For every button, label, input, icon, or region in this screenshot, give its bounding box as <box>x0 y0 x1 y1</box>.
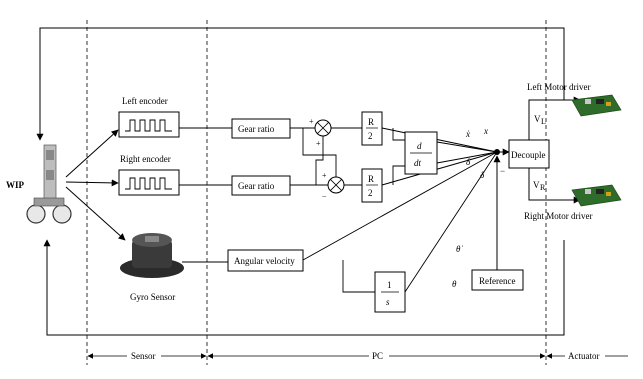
gyro-sensor-label: Gyro Sensor <box>130 292 175 302</box>
right-motor-driver-image <box>572 185 621 206</box>
integrator-denominator: s <box>386 297 390 307</box>
r-top-label: R <box>368 117 374 127</box>
wip-to-gyro <box>66 187 125 240</box>
r-bot-label: R <box>368 174 374 184</box>
two-bot-label: 2 <box>368 188 373 198</box>
reference-minus-sign: − <box>500 166 505 176</box>
decouple-label: Decouple <box>511 150 545 160</box>
minus-sign-2: − <box>322 192 327 201</box>
left-encoder-label: Left encoder <box>122 96 168 106</box>
angular-velocity-label: Angular velocity <box>234 256 295 266</box>
actuator-section-label: Actuator <box>568 351 600 361</box>
integrator-numerator: 1 <box>387 280 392 290</box>
pc-section-label: PC <box>372 351 383 361</box>
sum-junction-top <box>315 120 331 136</box>
wip-robot-image <box>27 145 71 223</box>
theta-label: θ <box>452 279 457 289</box>
wip-label: WIP <box>6 180 25 190</box>
vl-label: V <box>534 114 541 124</box>
derivative-numerator: d <box>417 141 422 151</box>
derivative-out-top <box>437 142 497 152</box>
wip-to-right-encoder <box>66 182 118 183</box>
r2-bot-output <box>382 152 497 185</box>
x-dot-label: ẋ <box>465 129 470 139</box>
left-encoder-block <box>119 112 179 137</box>
reference-label: Reference <box>479 276 515 286</box>
theta-dot-label: θ̇ <box>456 244 463 254</box>
vr-subscript: R <box>540 183 546 192</box>
left-motor-driver-label: Left Motor driver <box>527 82 590 92</box>
two-top-label: 2 <box>368 131 373 141</box>
vl-subscript: L <box>541 117 546 126</box>
angular-velocity-output <box>303 152 497 260</box>
sum-junction-bottom <box>328 177 344 193</box>
angular-velocity-to-integrator <box>343 260 375 292</box>
gear-ratio-label-1: Gear ratio <box>238 124 275 134</box>
r2-top-to-derivative <box>393 128 405 140</box>
wip-to-left-encoder <box>66 130 118 177</box>
right-motor-driver-label: Right Motor driver <box>524 211 593 221</box>
r2-bot-to-derivative <box>393 166 405 185</box>
vr-label: V <box>533 180 540 190</box>
derivative-denominator: dt <box>414 158 422 168</box>
plus-sign-2: + <box>316 139 321 148</box>
right-encoder-block <box>119 170 179 195</box>
sensor-section-label: Sensor <box>131 351 156 361</box>
right-encoder-label: Right encoder <box>120 154 171 164</box>
left-motor-driver-image <box>572 95 621 116</box>
gear-ratio-label-2: Gear ratio <box>238 181 275 191</box>
plus-sign-1: + <box>309 117 314 126</box>
plus-sign-3: + <box>322 171 327 180</box>
x-label: x <box>483 126 488 136</box>
gyro-sensor-image <box>120 233 184 278</box>
